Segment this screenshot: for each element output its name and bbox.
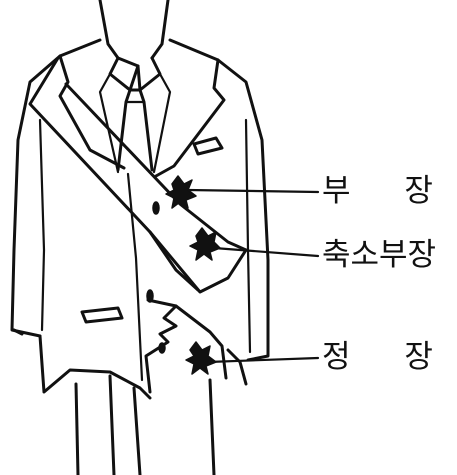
neck-and-collar <box>100 0 168 90</box>
cutout-badge-label: 정 장 <box>322 342 455 373</box>
leader-lapel-badge <box>188 190 318 192</box>
lapel-badge <box>166 176 196 208</box>
left-sleeve <box>40 120 44 330</box>
left-lapel <box>60 40 124 168</box>
hip-pocket <box>82 308 122 322</box>
cutout-badge <box>186 342 216 374</box>
leader-lines <box>188 190 318 362</box>
breast-pocket <box>194 138 222 154</box>
lapel-badge-label: 부 장 <box>322 176 455 207</box>
buttons <box>147 202 165 353</box>
trousers <box>76 376 214 475</box>
sash-badge <box>190 228 220 260</box>
right-sleeve <box>246 120 250 352</box>
sash-badge-label: 축소부장 <box>322 240 436 271</box>
